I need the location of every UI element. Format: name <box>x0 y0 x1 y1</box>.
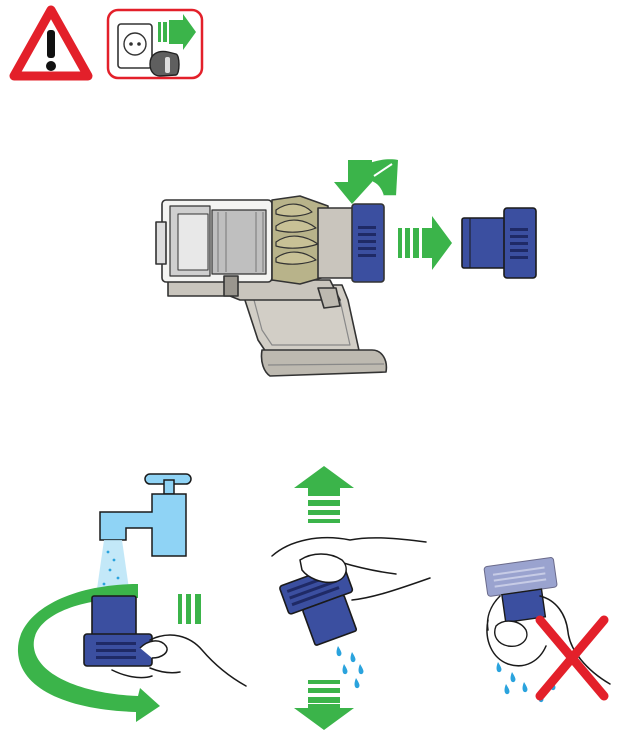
rotate-and-pull-arrow-icon <box>334 159 398 204</box>
rinse-under-tap-scene <box>18 474 246 722</box>
do-not-wring-cross-icon <box>540 620 604 696</box>
warning-triangle-icon <box>14 10 88 76</box>
shake-up-down-icon <box>272 466 430 730</box>
detached-filter <box>462 208 536 278</box>
pull-out-arrow-icon <box>398 216 452 270</box>
do-not-wring-scene <box>484 557 610 702</box>
unplug-from-socket-icon <box>108 10 202 78</box>
vacuum-body <box>156 196 386 376</box>
